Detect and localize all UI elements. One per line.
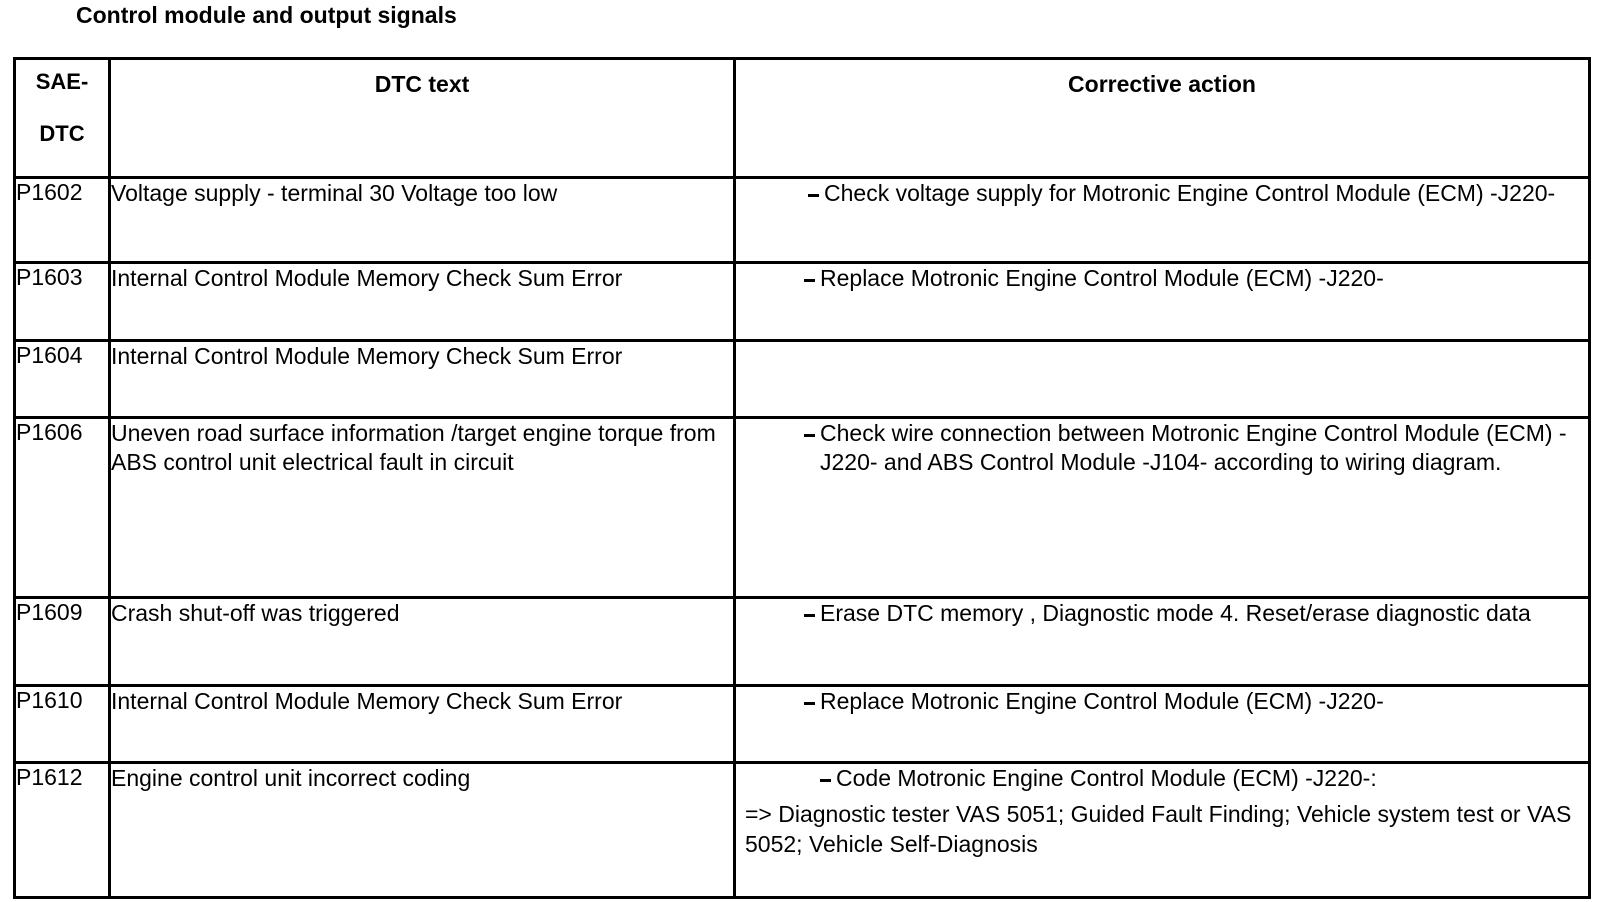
cell-corrective-action: Erase DTC memory , Diagnostic mode 4. Re… bbox=[733, 596, 1591, 687]
column-header-corrective-action: Corrective action bbox=[733, 57, 1591, 179]
header-sae-line: SAE- bbox=[35, 69, 89, 94]
action-bullet-text: Code Motronic Engine Control Module (ECM… bbox=[836, 765, 1377, 791]
header-dtc-line: DTC bbox=[39, 121, 85, 146]
dash-bullet-icon bbox=[804, 702, 816, 705]
action-bullet-text: Replace Motronic Engine Control Module (… bbox=[820, 265, 1384, 291]
action-note-text: => Diagnostic tester VAS 5051; Guided Fa… bbox=[745, 801, 1572, 857]
table-row: P1609 Crash shut-off was triggered Erase… bbox=[13, 596, 1591, 687]
action-bullet-item: Replace Motronic Engine Control Module (… bbox=[736, 264, 1588, 293]
header-row: SAE- DTC DTC text Corrective action bbox=[13, 57, 1591, 179]
table-row: P1610 Internal Control Module Memory Che… bbox=[13, 684, 1591, 764]
cell-corrective-action: Check voltage supply for Motronic Engine… bbox=[733, 176, 1591, 264]
action-bullet-item: Replace Motronic Engine Control Module (… bbox=[736, 687, 1588, 716]
table-row: P1606 Uneven road surface information /t… bbox=[13, 416, 1591, 599]
cell-dtc-text: Voltage supply - terminal 30 Voltage too… bbox=[108, 176, 736, 264]
cell-sae-dtc: P1609 bbox=[13, 596, 111, 687]
cell-dtc-text: Internal Control Module Memory Check Sum… bbox=[108, 684, 736, 764]
header-corrective-action-label: Corrective action bbox=[1068, 71, 1256, 97]
cell-corrective-action: Check wire connection between Motronic E… bbox=[733, 416, 1591, 599]
action-bullet-item: Erase DTC memory , Diagnostic mode 4. Re… bbox=[736, 599, 1588, 628]
action-bullet-text: Check wire connection between Motronic E… bbox=[820, 420, 1567, 475]
dash-bullet-icon bbox=[804, 434, 816, 437]
dash-bullet-icon bbox=[820, 779, 832, 782]
dash-bullet-icon bbox=[804, 279, 816, 282]
table-header: SAE- DTC DTC text Corrective action bbox=[13, 57, 1591, 179]
dash-bullet-icon bbox=[808, 194, 820, 197]
dash-bullet-icon bbox=[804, 614, 816, 617]
table-body: P1602 Voltage supply - terminal 30 Volta… bbox=[13, 176, 1591, 899]
table-row: P1612 Engine control unit incorrect codi… bbox=[13, 761, 1591, 899]
action-bullet-item: Check wire connection between Motronic E… bbox=[736, 419, 1588, 477]
header-dtc-text-label: DTC text bbox=[374, 71, 470, 97]
cell-dtc-text: Uneven road surface information /target … bbox=[108, 416, 736, 599]
cell-corrective-action: Replace Motronic Engine Control Module (… bbox=[733, 684, 1591, 764]
cell-corrective-action: Code Motronic Engine Control Module (ECM… bbox=[733, 761, 1591, 899]
table-row: P1603 Internal Control Module Memory Che… bbox=[13, 261, 1591, 342]
table-row: P1602 Voltage supply - terminal 30 Volta… bbox=[13, 176, 1591, 264]
cell-dtc-text: Engine control unit incorrect coding bbox=[108, 761, 736, 899]
table-row: P1604 Internal Control Module Memory Che… bbox=[13, 339, 1591, 419]
action-bullet-text: Replace Motronic Engine Control Module (… bbox=[820, 688, 1384, 714]
cell-sae-dtc: P1604 bbox=[13, 339, 111, 419]
cell-dtc-text: Internal Control Module Memory Check Sum… bbox=[108, 339, 736, 419]
page-title: Control module and output signals bbox=[76, 2, 457, 28]
cell-corrective-action bbox=[733, 339, 1591, 419]
action-bullet-text: Check voltage supply for Motronic Engine… bbox=[824, 180, 1556, 206]
cell-sae-dtc: P1606 bbox=[13, 416, 111, 599]
cell-sae-dtc: P1603 bbox=[13, 261, 111, 342]
cell-sae-dtc: P1602 bbox=[13, 176, 111, 264]
action-bullet-item: Code Motronic Engine Control Module (ECM… bbox=[736, 764, 1588, 793]
cell-corrective-action: Replace Motronic Engine Control Module (… bbox=[733, 261, 1591, 342]
cell-sae-dtc: P1612 bbox=[13, 761, 111, 899]
dtc-table: SAE- DTC DTC text Corrective action P160… bbox=[13, 57, 1591, 899]
action-bullet-text: Erase DTC memory , Diagnostic mode 4. Re… bbox=[820, 600, 1531, 626]
cell-dtc-text: Internal Control Module Memory Check Sum… bbox=[108, 261, 736, 342]
column-header-dtc-text: DTC text bbox=[108, 57, 736, 179]
action-bullet-item: Check voltage supply for Motronic Engine… bbox=[736, 179, 1588, 208]
column-header-sae-dtc: SAE- DTC bbox=[13, 57, 111, 179]
cell-sae-dtc: P1610 bbox=[13, 684, 111, 764]
cell-dtc-text: Crash shut-off was triggered bbox=[108, 596, 736, 687]
